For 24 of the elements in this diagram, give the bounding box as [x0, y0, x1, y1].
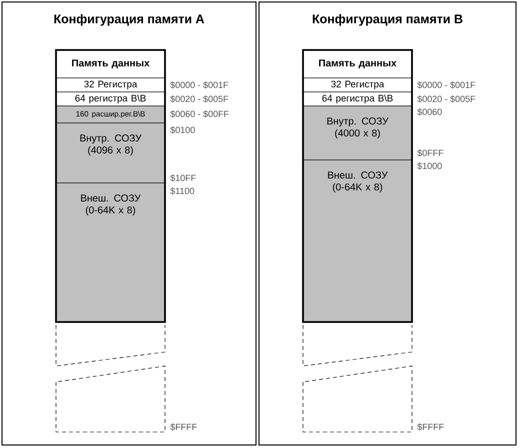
memory-cell: 64 регистра В\В — [302, 92, 412, 106]
address-label: $FFFF — [417, 423, 444, 431]
address-label: $1100 — [170, 187, 194, 195]
address-label: $10FF — [170, 174, 196, 182]
address-label: $0020 - $005F — [170, 95, 228, 103]
header-cell: Память данных — [56, 50, 166, 78]
memory-cell: 32 Регистра — [56, 78, 166, 92]
address-label: $0FFF — [417, 149, 444, 157]
header-cell: Память данных — [302, 50, 412, 78]
address-label: $0000 - $001F — [417, 81, 476, 89]
address-label: $1000 — [417, 162, 442, 170]
memory-block: Внутр. СОЗУ (4000 x 8) — [302, 106, 412, 160]
memory-cell: 64 регистра В\В — [56, 92, 166, 106]
dashed-box — [302, 324, 412, 366]
address-label: $0100 — [170, 126, 195, 134]
address-label: $0060 - $00FF — [170, 110, 229, 118]
dashed-box — [302, 366, 412, 432]
memory-cell: 32 Регистра — [302, 78, 412, 92]
address-label: $0000 - $001F — [170, 81, 228, 89]
address-label: $0060 — [417, 108, 442, 116]
dashed-box — [56, 366, 166, 432]
address-label: $FFFF — [170, 423, 197, 431]
dashed-box — [56, 324, 166, 366]
address-label: $0020 - $005F — [417, 95, 476, 103]
